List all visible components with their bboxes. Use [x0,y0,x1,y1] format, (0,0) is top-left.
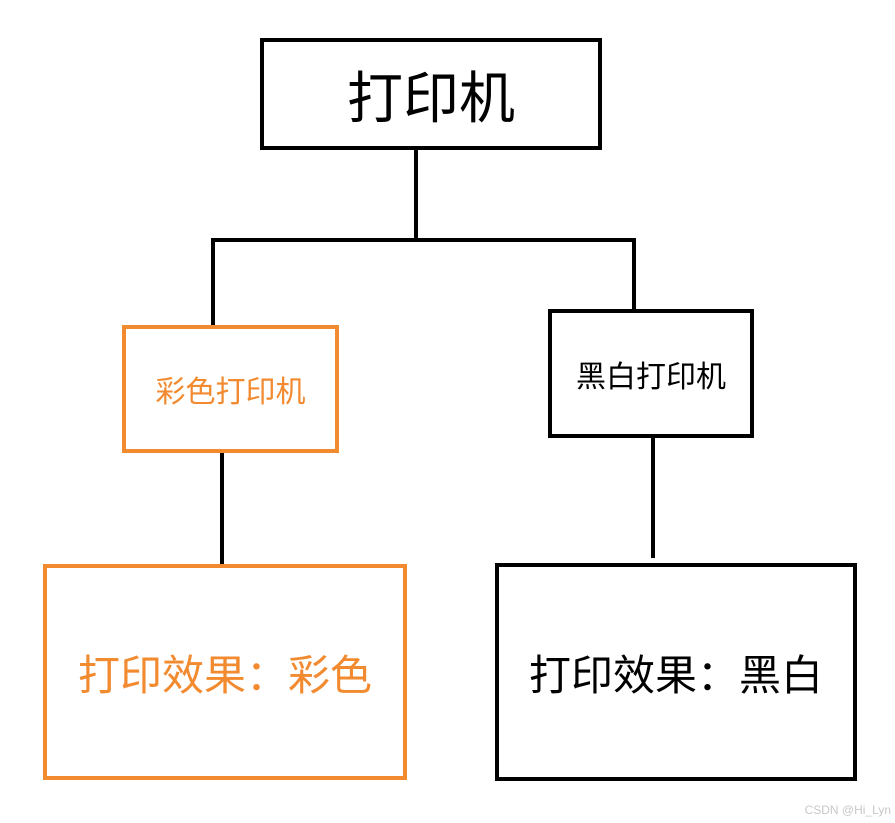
color-printer-node: 彩色打印机 [122,325,339,453]
root-down-connector [414,150,418,240]
color-effect-node: 打印效果：彩色 [43,564,407,780]
bw-effect-node: 打印效果：黑白 [495,563,857,781]
right-branch-connector [632,238,636,310]
color-printer-to-effect-connector [220,453,224,565]
bw-effect-label: 打印效果：黑白 [528,650,823,700]
bw-printer-label: 黑白打印机 [576,359,726,395]
watermark: CSDN @Hi_Lyn [804,803,891,817]
printer-root-label: 打印机 [347,66,515,132]
bw-printer-node: 黑白打印机 [548,309,754,438]
color-effect-label: 打印效果：彩色 [77,650,372,700]
bw-printer-to-effect-connector [651,438,655,558]
printer-root-node: 打印机 [260,38,602,150]
left-branch-connector [211,238,215,326]
color-printer-label: 彩色打印机 [155,375,306,410]
horizontal-branch-connector [211,238,636,242]
